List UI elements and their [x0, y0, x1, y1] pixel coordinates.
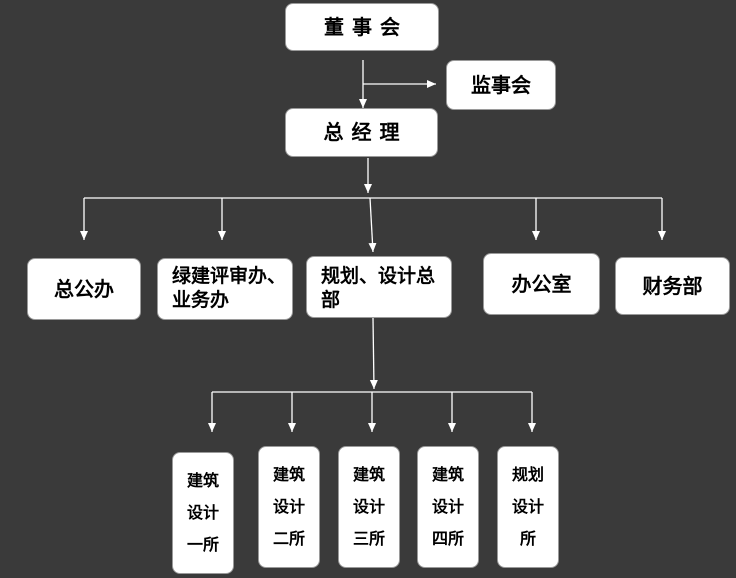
institute-4-node: 建筑 设计 四所: [417, 446, 479, 568]
institute-planning-node: 规划 设计 所: [497, 446, 559, 568]
general-office-node: 总公办: [27, 258, 141, 320]
gm-node: 总经理: [285, 108, 438, 157]
planning-down-line: [369, 317, 378, 390]
green-office-node: 绿建评审办、业务办: [157, 258, 293, 320]
board-node: 董事会: [285, 3, 439, 51]
admin-office-node: 办公室: [483, 253, 600, 315]
supervisors-node: 监事会: [446, 60, 556, 110]
to-planning-dept-arrow: [368, 197, 377, 253]
institute-1-node: 建筑 设计 一所: [172, 452, 234, 574]
institute-2-node: 建筑 设计 二所: [258, 446, 320, 568]
institute-3-node: 建筑 设计 三所: [338, 446, 400, 568]
planning-dept-node: 规划、设计总部: [306, 256, 452, 318]
finance-node: 财务部: [615, 257, 730, 315]
